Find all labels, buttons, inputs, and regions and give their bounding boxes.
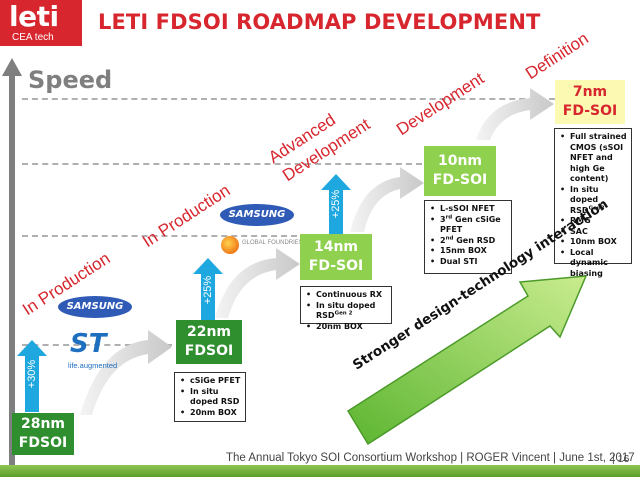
note-14nm-item: In situ doped RSDGen 2 bbox=[305, 301, 387, 322]
note-10nm-item: 2nd Gen RSD bbox=[429, 234, 507, 247]
note-10nm-item: L-sSOI NFET bbox=[429, 204, 507, 215]
note-14nm-item-text: In situ doped RSD bbox=[316, 300, 376, 321]
speed-label: Speed bbox=[28, 66, 113, 94]
node-10nm: 10nm FD-SOI bbox=[424, 146, 496, 196]
note-10nm-item: 15nm BOX bbox=[429, 246, 507, 257]
note-10nm-item: 3rd Gen cSiGe PFET bbox=[429, 213, 507, 236]
samsung-logo: SAMSUNG bbox=[58, 296, 132, 318]
note-22nm-item: cSiGe PFET bbox=[179, 376, 241, 387]
globalfoundries-icon bbox=[221, 236, 239, 254]
note-14nm: Continuous RX In situ doped RSDGen 2 20n… bbox=[300, 286, 392, 332]
node-22nm-size: 22nm bbox=[186, 324, 232, 340]
note-7nm-item: 10nm BOX bbox=[559, 237, 627, 248]
note-7nm-item: Full strained CMOS (sSOI NFET and high G… bbox=[559, 132, 627, 185]
node-10nm-size: 10nm bbox=[437, 153, 483, 169]
note-7nm-item: SAC bbox=[559, 227, 627, 238]
node-10nm-tech: FD-SOI bbox=[432, 172, 488, 188]
connector-arrow-4 bbox=[476, 88, 554, 140]
level-line-22nm bbox=[22, 344, 172, 346]
leti-logo: leti CEA tech bbox=[0, 0, 82, 46]
note-10nm-sup: nd bbox=[445, 234, 454, 241]
note-14nm-item-sup: Gen 2 bbox=[334, 310, 353, 317]
note-10nm-sup: rd bbox=[445, 213, 453, 220]
note-10nm-text: Gen RSD bbox=[453, 235, 496, 245]
page-number: | 16 bbox=[612, 453, 630, 465]
node-7nm-tech: FD-SOI bbox=[562, 103, 618, 119]
level-line-10nm bbox=[22, 163, 422, 165]
gain-arrow-30 bbox=[17, 340, 47, 412]
node-14nm-tech: FD-SOI bbox=[308, 258, 364, 274]
note-7nm-sup: Gen3 bbox=[588, 204, 605, 211]
note-7nm-text: In situ doped RSD bbox=[570, 184, 599, 215]
bottom-bar bbox=[0, 465, 640, 477]
gain-arrow-25-a bbox=[193, 258, 223, 320]
note-7nm-item: In situ doped RSDGen3 bbox=[559, 185, 627, 217]
globalfoundries-label: GLOBAL FOUNDRIES bbox=[242, 240, 303, 246]
note-22nm-item: In situ doped RSD bbox=[179, 387, 241, 408]
note-14nm-item: 20nm BOX bbox=[305, 322, 387, 333]
note-10nm: L-sSOI NFET 3rd Gen cSiGe PFET 2nd Gen R… bbox=[424, 200, 512, 274]
level-line-14nm bbox=[22, 235, 297, 237]
speed-axis-arrow bbox=[2, 58, 22, 468]
logo-name: leti bbox=[9, 0, 59, 33]
connector-arrow-2 bbox=[215, 248, 300, 318]
note-14nm-item: Continuous RX bbox=[305, 290, 387, 301]
st-tagline: life.augmented bbox=[68, 361, 118, 370]
node-28nm: 28nm FDSOI bbox=[12, 413, 74, 455]
st-logo: ST bbox=[70, 329, 107, 359]
logo-sub: CEA tech bbox=[12, 32, 54, 43]
node-22nm-tech: FDSOI bbox=[184, 343, 234, 359]
level-line-7nm bbox=[22, 98, 555, 100]
node-28nm-size: 28nm bbox=[20, 416, 66, 432]
note-7nm: Full strained CMOS (sSOI NFET and high G… bbox=[554, 128, 632, 278]
connector-arrow-1 bbox=[80, 330, 172, 415]
node-14nm-size: 14nm bbox=[313, 239, 359, 255]
node-7nm-size: 7nm bbox=[572, 84, 608, 100]
page-title: LETI FDSOI ROADMAP DEVELOPMENT bbox=[98, 10, 541, 34]
note-10nm-item: Dual STI bbox=[429, 257, 507, 268]
note-22nm-item: 20nm BOX bbox=[179, 408, 241, 419]
note-7nm-item: Local dynamic biasing bbox=[559, 248, 627, 280]
note-7nm-item: RMG bbox=[559, 216, 627, 227]
node-28nm-tech: FDSOI bbox=[18, 435, 68, 451]
gain-arrow-25-b bbox=[321, 174, 351, 234]
node-7nm: 7nm FD-SOI bbox=[555, 80, 625, 124]
connector-arrow-3 bbox=[350, 167, 424, 232]
node-14nm: 14nm FD-SOI bbox=[300, 234, 372, 280]
note-10nm-text: Gen cSiGe PFET bbox=[440, 214, 501, 235]
note-10nm-num: 2 bbox=[440, 235, 446, 245]
note-22nm: cSiGe PFET In situ doped RSD 20nm BOX bbox=[174, 372, 246, 422]
note-10nm-num: 3 bbox=[440, 214, 446, 224]
samsung-logo-2: SAMSUNG bbox=[220, 204, 294, 226]
node-22nm: 22nm FDSOI bbox=[176, 320, 242, 364]
footer-text: The Annual Tokyo SOI Consortium Workshop… bbox=[226, 452, 635, 464]
